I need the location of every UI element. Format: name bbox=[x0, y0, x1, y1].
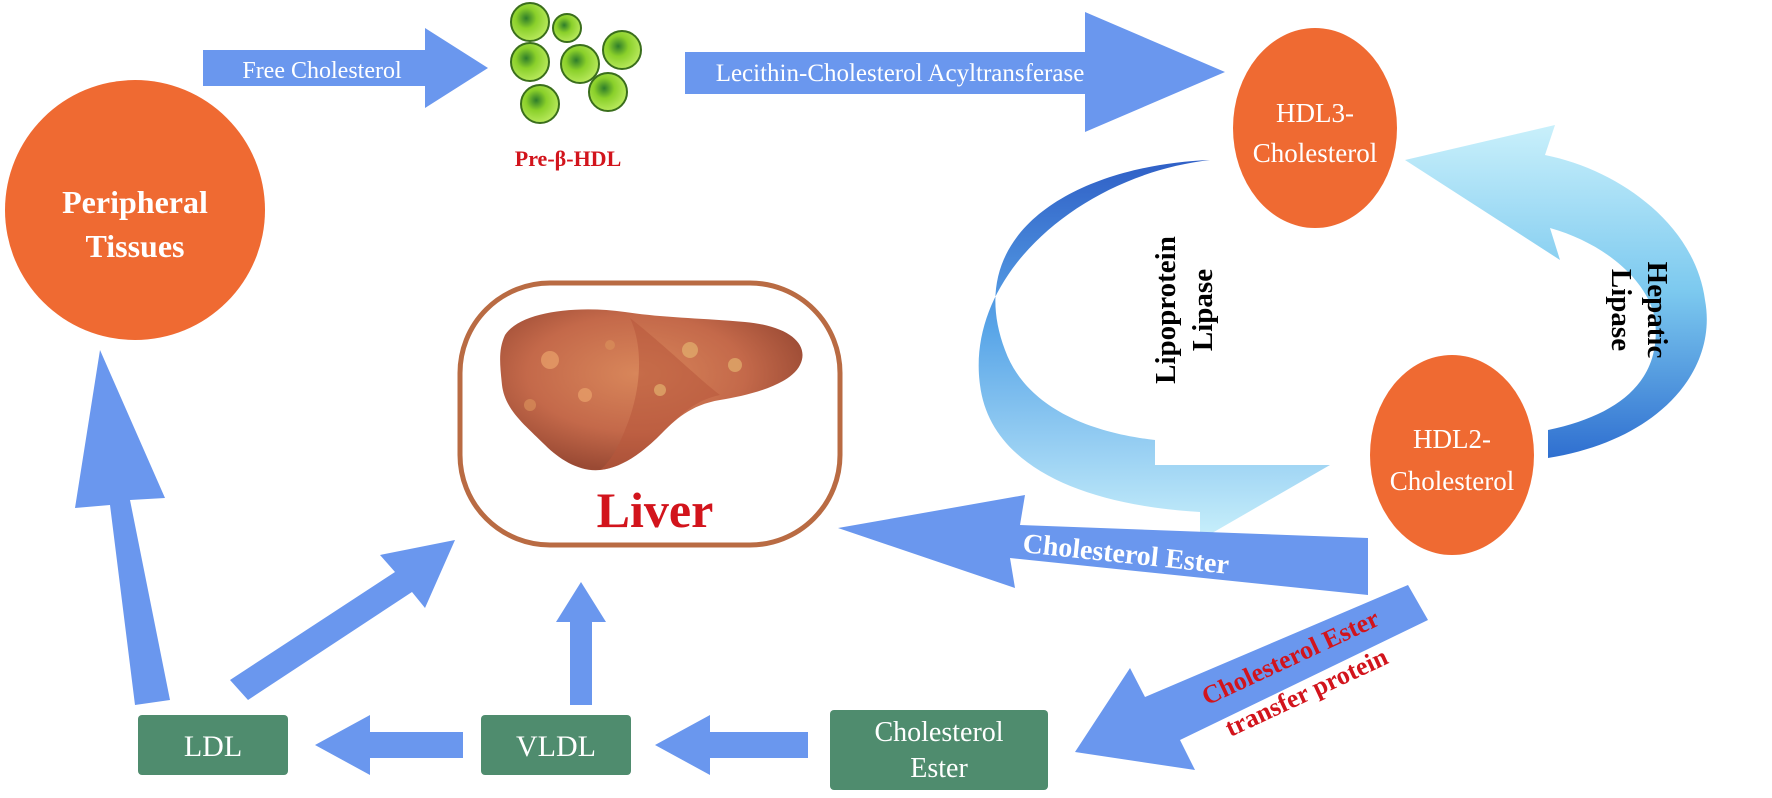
liver-node: Liver bbox=[457, 280, 843, 548]
lipoprotein-lipase-arrow: Lipoprotein Lipase bbox=[978, 160, 1330, 540]
hdl-particle bbox=[510, 42, 550, 82]
vldl-node: VLDL bbox=[481, 715, 631, 775]
cetp-arrow: Cholesterol Ester transfer protein bbox=[1075, 585, 1428, 770]
free-cholesterol-arrow: Free Cholesterol bbox=[203, 28, 488, 108]
hdl3-cholesterol-node: HDL3- Cholesterol bbox=[1233, 28, 1397, 228]
pre-beta-hdl-cluster: Pre-β-HDL bbox=[510, 2, 642, 171]
hdl3-label-line1: HDL3- bbox=[1276, 98, 1354, 128]
cholesterol-ester-arrow: Cholesterol Ester bbox=[838, 495, 1368, 595]
lcat-label: Lecithin-Cholesterol Acyltransferase bbox=[716, 60, 1085, 87]
peripheral-tissues-node: Peripheral Tissues bbox=[5, 80, 265, 340]
hdl-particle bbox=[588, 72, 628, 112]
peripheral-tissues-label-line2: Tissues bbox=[85, 228, 184, 264]
hdl2-cholesterol-node: HDL2- Cholesterol bbox=[1370, 355, 1534, 555]
lipoprotein-lipase-label-line2: Lipase bbox=[1187, 269, 1219, 351]
ldl-to-peripheral-arrow bbox=[75, 350, 170, 705]
vldl-to-ldl-arrow bbox=[315, 715, 463, 775]
pre-beta-hdl-label: Pre-β-HDL bbox=[515, 146, 622, 171]
liver-illustration bbox=[500, 309, 803, 471]
hdl-particle bbox=[510, 2, 550, 42]
hepatic-lipase-label-line1: Hepatic bbox=[1641, 262, 1673, 359]
hdl-particle bbox=[520, 84, 560, 124]
ldl-label: LDL bbox=[184, 730, 242, 763]
hdl-particle bbox=[602, 30, 642, 70]
hdl2-label-line1: HDL2- bbox=[1413, 424, 1491, 454]
liver-label: Liver bbox=[597, 482, 714, 538]
hepatic-lipase-arrow: Hepatic Lipase bbox=[1405, 125, 1707, 458]
peripheral-tissues-label-line1: Peripheral bbox=[62, 184, 208, 220]
vldl-to-liver-arrow-shaft bbox=[556, 582, 606, 705]
lipoprotein-lipase-label-line1: Lipoprotein bbox=[1150, 236, 1182, 384]
cholesterol-ester-box-line2: Ester bbox=[910, 753, 968, 784]
vldl-label: VLDL bbox=[516, 730, 596, 763]
cholesterol-ester-box-line1: Cholesterol bbox=[874, 717, 1003, 748]
ldl-to-liver-arrow bbox=[230, 540, 455, 700]
hdl-particle bbox=[552, 13, 582, 43]
hepatic-lipase-label-line2: Lipase bbox=[1605, 269, 1637, 351]
lcat-arrow: Lecithin-Cholesterol Acyltransferase bbox=[685, 12, 1225, 132]
ce-to-vldl-arrow bbox=[655, 715, 808, 775]
hdl3-label-line2: Cholesterol bbox=[1253, 138, 1377, 168]
free-cholesterol-label: Free Cholesterol bbox=[242, 58, 402, 84]
ldl-node: LDL bbox=[138, 715, 288, 775]
hdl2-label-line2: Cholesterol bbox=[1390, 466, 1514, 496]
hdl-particle bbox=[560, 44, 600, 84]
cholesterol-ester-node: Cholesterol Ester bbox=[830, 710, 1048, 790]
